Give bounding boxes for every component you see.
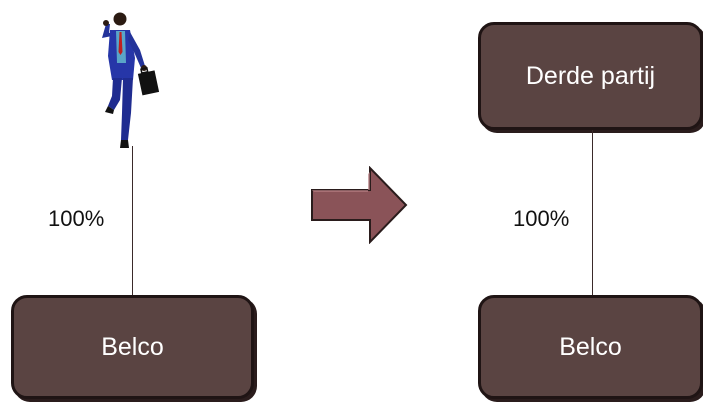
ownership-line-left: [132, 146, 133, 295]
belco-box-left: Belco: [11, 295, 254, 399]
belco-box-left-label: Belco: [101, 332, 164, 361]
third-party-box-label: Derde partij: [525, 61, 656, 90]
belco-box-right: Belco: [478, 295, 703, 399]
ownership-percentage-right: 100%: [513, 206, 570, 231]
ownership-percentage-left: 100%: [48, 206, 105, 231]
third-party-box: Derde partij: [478, 22, 703, 130]
ownership-line-right: [592, 130, 593, 295]
belco-box-right-label: Belco: [559, 332, 622, 361]
right-arrow-icon: [311, 166, 408, 244]
businessman-figure: [102, 12, 160, 148]
